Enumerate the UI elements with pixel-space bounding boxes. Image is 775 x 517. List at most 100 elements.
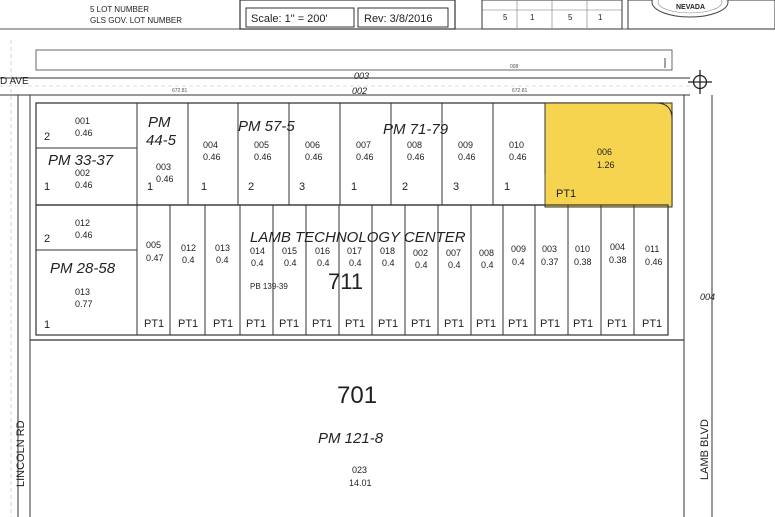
svg-text:PT1: PT1 [345, 318, 365, 330]
svg-text:003: 003 [156, 162, 171, 172]
section-corner-icon [688, 70, 712, 94]
street-004: 004 [700, 292, 715, 302]
svg-text:PT1: PT1 [642, 318, 662, 330]
svg-text:0.4: 0.4 [317, 258, 330, 268]
svg-text:0.46: 0.46 [254, 152, 272, 162]
svg-text:0.46: 0.46 [645, 257, 663, 267]
svg-text:0.46: 0.46 [75, 180, 93, 190]
lower-parcel-apn: 023 [352, 465, 367, 475]
svg-text:672.81: 672.81 [512, 88, 528, 94]
svg-text:007: 007 [446, 248, 461, 258]
subdivision-title: LAMB TECHNOLOGY CENTER [250, 229, 466, 246]
grid-cell-4: 1 [598, 13, 603, 22]
upper-block: PM 33-37 PM 44-5 PM 57-5 PM 71-79 0010.4… [35, 102, 673, 208]
svg-text:007: 007 [356, 140, 371, 150]
svg-text:002: 002 [75, 168, 90, 178]
svg-text:013: 013 [215, 243, 230, 253]
lot-number: 2 [44, 131, 50, 143]
lot-number: 2 [248, 181, 254, 193]
svg-text:004: 004 [203, 140, 218, 150]
svg-text:PT1: PT1 [144, 318, 164, 330]
svg-text:PT1: PT1 [476, 318, 496, 330]
lower-block[interactable]: 701 PM 121-8 023 14.01 [30, 339, 684, 488]
lot-number: 2 [402, 181, 408, 193]
svg-text:010: 010 [575, 244, 590, 254]
pm-44-5-label-b: 44-5 [146, 132, 177, 149]
svg-text:PT1: PT1 [573, 318, 593, 330]
svg-text:0.38: 0.38 [609, 255, 627, 265]
pm-44-5-label-a: PM [148, 114, 171, 131]
svg-text:009: 009 [458, 140, 473, 150]
street-name-top: D AVE [0, 76, 29, 87]
svg-text:PT1: PT1 [178, 318, 198, 330]
svg-text:0.4: 0.4 [415, 260, 428, 270]
west-road: LINCOLN RD [10, 40, 31, 517]
lower-parcel-area: 14.01 [349, 478, 372, 488]
svg-text:001: 001 [75, 116, 90, 126]
lot-number: 3 [453, 181, 459, 193]
svg-text:0.46: 0.46 [156, 174, 174, 184]
svg-text:PT1: PT1 [411, 318, 431, 330]
plat-book-label: PB 139-39 [250, 282, 288, 291]
revision-label: Rev: 3/8/2016 [364, 13, 433, 25]
svg-text:PT1: PT1 [213, 318, 233, 330]
svg-text:0.4: 0.4 [448, 260, 461, 270]
pm-121-8-label: PM 121-8 [318, 430, 384, 447]
svg-text:017: 017 [347, 246, 362, 256]
north-road: D AVE 003 002 672.81 672.81 008 [0, 49, 712, 96]
svg-text:0.46: 0.46 [407, 152, 425, 162]
svg-text:PT1: PT1 [508, 318, 528, 330]
grid-cell-2: 1 [530, 13, 535, 22]
svg-text:006: 006 [305, 140, 320, 150]
pm-57-5-label: PM 57-5 [238, 118, 295, 135]
svg-text:008: 008 [510, 64, 519, 70]
book-number-711: 711 [328, 269, 363, 294]
legend-gov-lot-number: GLS GOV. LOT NUMBER [90, 16, 182, 25]
svg-text:005: 005 [146, 240, 161, 250]
svg-text:002: 002 [413, 248, 428, 258]
upper-parcel[interactable]: 002 0.46 [75, 168, 93, 190]
street-name-left: LINCOLN RD [15, 420, 27, 487]
svg-text:016: 016 [315, 246, 330, 256]
lot-number: 1 [504, 181, 510, 193]
svg-text:011: 011 [645, 244, 659, 254]
upper-parcel[interactable]: 003 0.46 [156, 162, 174, 184]
lot-number: 1 [351, 181, 357, 193]
highlight-area: 1.26 [597, 160, 615, 170]
svg-text:PT1: PT1 [378, 318, 398, 330]
legend-lot-number: 5 LOT NUMBER [90, 5, 149, 14]
svg-text:0.4: 0.4 [216, 255, 229, 265]
grid-cell-1: 5 [503, 13, 508, 22]
svg-text:0.46: 0.46 [75, 230, 93, 240]
svg-text:004: 004 [610, 242, 625, 252]
svg-text:014: 014 [250, 246, 265, 256]
upper-parcel[interactable]: 008 0.46 [407, 140, 425, 162]
svg-text:008: 008 [407, 140, 422, 150]
